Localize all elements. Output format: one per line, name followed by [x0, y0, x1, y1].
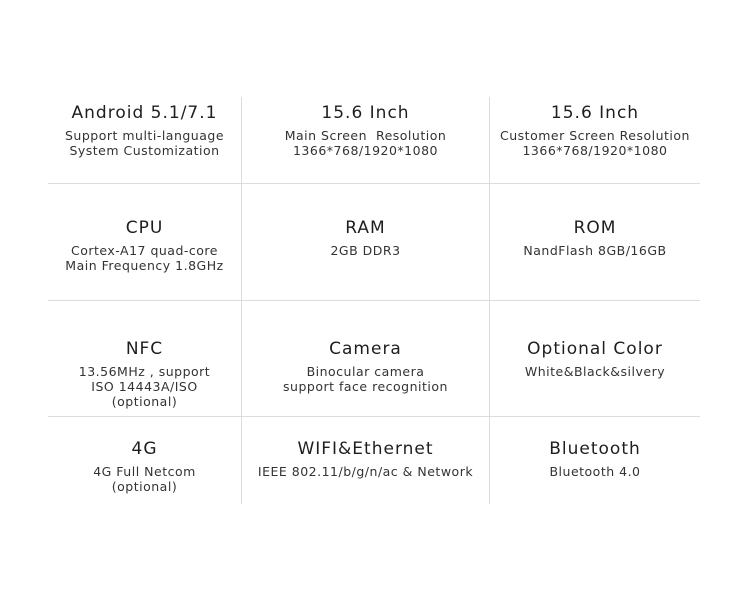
spec-line: (optional) — [111, 394, 178, 409]
spec-title: Optional Color — [527, 339, 663, 359]
spec-line: Customer Screen Resolution — [500, 128, 690, 143]
spec-cell-cpu: CPU Cortex-A17 quad-core Main Frequency … — [48, 217, 241, 273]
spec-line: 4G Full Netcom — [93, 464, 196, 479]
spec-line: Support multi-language — [64, 128, 225, 143]
spec-line: Main Frequency 1.8GHz — [65, 258, 224, 273]
spec-line: 13.56MHz , support — [78, 364, 211, 379]
spec-grid: Android 5.1/7.1 Support multi-language S… — [48, 97, 700, 504]
spec-description: White&Black&silvery — [490, 364, 700, 379]
spec-cell-bluetooth: Bluetooth Bluetooth 4.0 — [490, 438, 700, 479]
spec-description: Customer Screen Resolution 1366*768/1920… — [490, 128, 700, 158]
spec-title: NFC — [125, 339, 164, 359]
spec-description: 13.56MHz , support ISO 14443A/ISO (optio… — [48, 364, 241, 409]
spec-title: WIFI&Ethernet — [297, 439, 434, 459]
spec-line: 1366*768/1920*1080 — [292, 143, 438, 158]
spec-line: NandFlash 8GB/16GB — [523, 243, 667, 258]
spec-title: 15.6 Inch — [321, 103, 410, 123]
spec-cell-rom: ROM NandFlash 8GB/16GB — [490, 217, 700, 258]
spec-line: support face recognition — [283, 379, 448, 394]
spec-line: White&Black&silvery — [524, 364, 666, 379]
spec-cell-customer-screen: 15.6 Inch Customer Screen Resolution 136… — [490, 102, 700, 158]
spec-line: System Customization — [69, 143, 220, 158]
spec-description: Support multi-language System Customizat… — [48, 128, 241, 158]
spec-cell-android: Android 5.1/7.1 Support multi-language S… — [48, 102, 241, 158]
spec-cell-camera: Camera Binocular camera support face rec… — [242, 338, 489, 394]
spec-description: 4G Full Netcom (optional) — [48, 464, 241, 494]
spec-line: Cortex-A17 quad-core — [71, 243, 218, 258]
spec-title: CPU — [125, 218, 164, 238]
spec-title: Android 5.1/7.1 — [71, 103, 218, 123]
spec-cell-wifi: WIFI&Ethernet IEEE 802.11/b/g/n/ac & Net… — [242, 438, 489, 479]
spec-cell-nfc: NFC 13.56MHz , support ISO 14443A/ISO (o… — [48, 338, 241, 409]
spec-description: IEEE 802.11/b/g/n/ac & Network — [242, 464, 489, 479]
spec-description: Binocular camera support face recognitio… — [242, 364, 489, 394]
spec-line: Main Screen Resolution — [284, 128, 447, 143]
spec-line: IEEE 802.11/b/g/n/ac & Network — [257, 464, 474, 479]
spec-cell-main-screen: 15.6 Inch Main Screen Resolution 1366*76… — [242, 102, 489, 158]
row-divider — [48, 416, 700, 417]
spec-title: RAM — [345, 218, 386, 238]
spec-description: NandFlash 8GB/16GB — [490, 243, 700, 258]
spec-line: Binocular camera — [306, 364, 425, 379]
spec-title: Camera — [329, 339, 402, 359]
spec-title: 15.6 Inch — [550, 103, 640, 123]
spec-cell-color: Optional Color White&Black&silvery — [490, 338, 700, 379]
spec-line: 1366*768/1920*1080 — [522, 143, 668, 158]
spec-description: Bluetooth 4.0 — [490, 464, 700, 479]
spec-line: 2GB DDR3 — [330, 243, 401, 258]
row-divider — [48, 183, 700, 184]
spec-title: Bluetooth — [549, 439, 641, 459]
row-divider — [48, 300, 700, 301]
spec-line: ISO 14443A/ISO — [91, 379, 198, 394]
spec-cell-ram: RAM 2GB DDR3 — [242, 217, 489, 258]
spec-title: ROM — [573, 218, 617, 238]
spec-description: Main Screen Resolution 1366*768/1920*108… — [242, 128, 489, 158]
spec-description: Cortex-A17 quad-core Main Frequency 1.8G… — [48, 243, 241, 273]
spec-description: 2GB DDR3 — [242, 243, 489, 258]
spec-cell-4g: 4G 4G Full Netcom (optional) — [48, 438, 241, 494]
spec-title: 4G — [131, 439, 158, 459]
spec-line: Bluetooth 4.0 — [549, 464, 641, 479]
spec-line: (optional) — [111, 479, 178, 494]
